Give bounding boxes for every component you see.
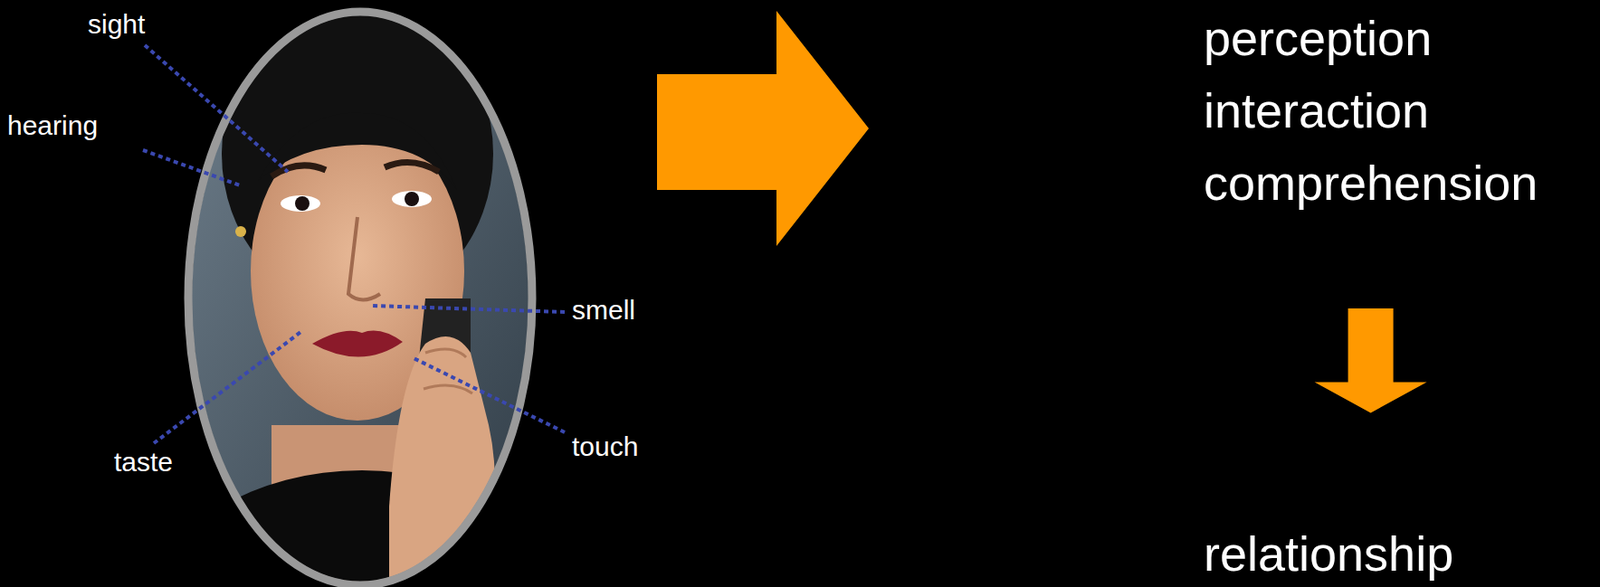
sense-label: taste <box>114 447 173 478</box>
text-block: perceptioninteractioncomprehension <box>1203 1 1538 220</box>
sense-label: smell <box>571 295 636 326</box>
arrow-shape <box>1314 308 1428 414</box>
text-block: relationship <box>1203 517 1454 587</box>
term-text: perception <box>1203 1 1538 75</box>
sense-label: touch <box>571 431 639 463</box>
term-text: interaction <box>1203 74 1538 147</box>
big-arrow <box>657 10 869 247</box>
sense-label: sight <box>87 9 145 40</box>
leader-lines <box>142 45 565 444</box>
oval-frame <box>188 11 533 586</box>
portrait <box>162 0 562 587</box>
sense-label: hearing <box>7 110 98 142</box>
flow-arrow <box>1314 308 1428 414</box>
term-text: relationship <box>1203 517 1454 587</box>
term-text: comprehension <box>1203 146 1538 220</box>
